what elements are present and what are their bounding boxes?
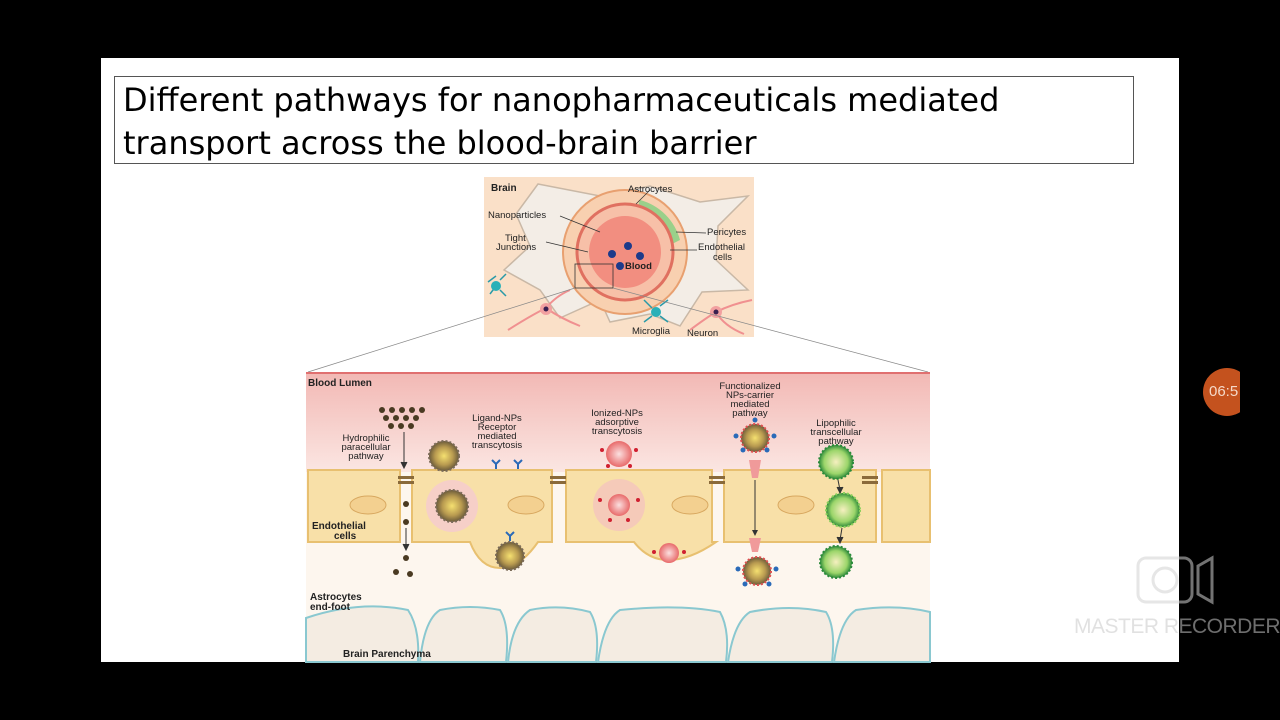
recorder-watermark: MASTER RECORDER	[1074, 615, 1280, 639]
label-blood-lumen: Blood Lumen	[308, 378, 372, 389]
label-ionized-3: transcytosis	[592, 426, 642, 437]
label-nanoparticles: Nanoparticles	[488, 210, 546, 221]
timer-clip	[1240, 360, 1280, 424]
label-hydrophilic-3: pathway	[348, 451, 384, 462]
label-ligand-4: transcytosis	[472, 440, 522, 451]
nanoparticle-dot	[636, 252, 644, 260]
label-functionalized-4: pathway	[732, 408, 768, 419]
label-neuron: Neuron	[687, 328, 718, 339]
label-astrocytes: Astrocytes	[628, 184, 673, 195]
label-pericytes: Pericytes	[707, 227, 746, 238]
label-blood: Blood	[625, 261, 652, 272]
label-brain-parenchyma: Brain Parenchyma	[343, 649, 431, 660]
label-astro-endfoot-2: end-foot	[310, 602, 351, 613]
nanoparticle-dot	[616, 262, 624, 270]
nanoparticle-dot	[624, 242, 632, 250]
label-microglia: Microglia	[632, 326, 671, 337]
camera-icon[interactable]	[1136, 554, 1216, 606]
nanoparticle-dot	[608, 250, 616, 258]
label-cells: cells	[713, 252, 732, 263]
label-brain: Brain	[491, 183, 517, 194]
label-junctions: Junctions	[496, 242, 536, 253]
bottom-figure: Blood Lumen Hydrophilic paracellular pat…	[306, 372, 930, 662]
label-lipophilic-3: pathway	[818, 436, 854, 447]
label-endothelial-2: cells	[334, 531, 357, 542]
blood-core	[589, 216, 661, 288]
